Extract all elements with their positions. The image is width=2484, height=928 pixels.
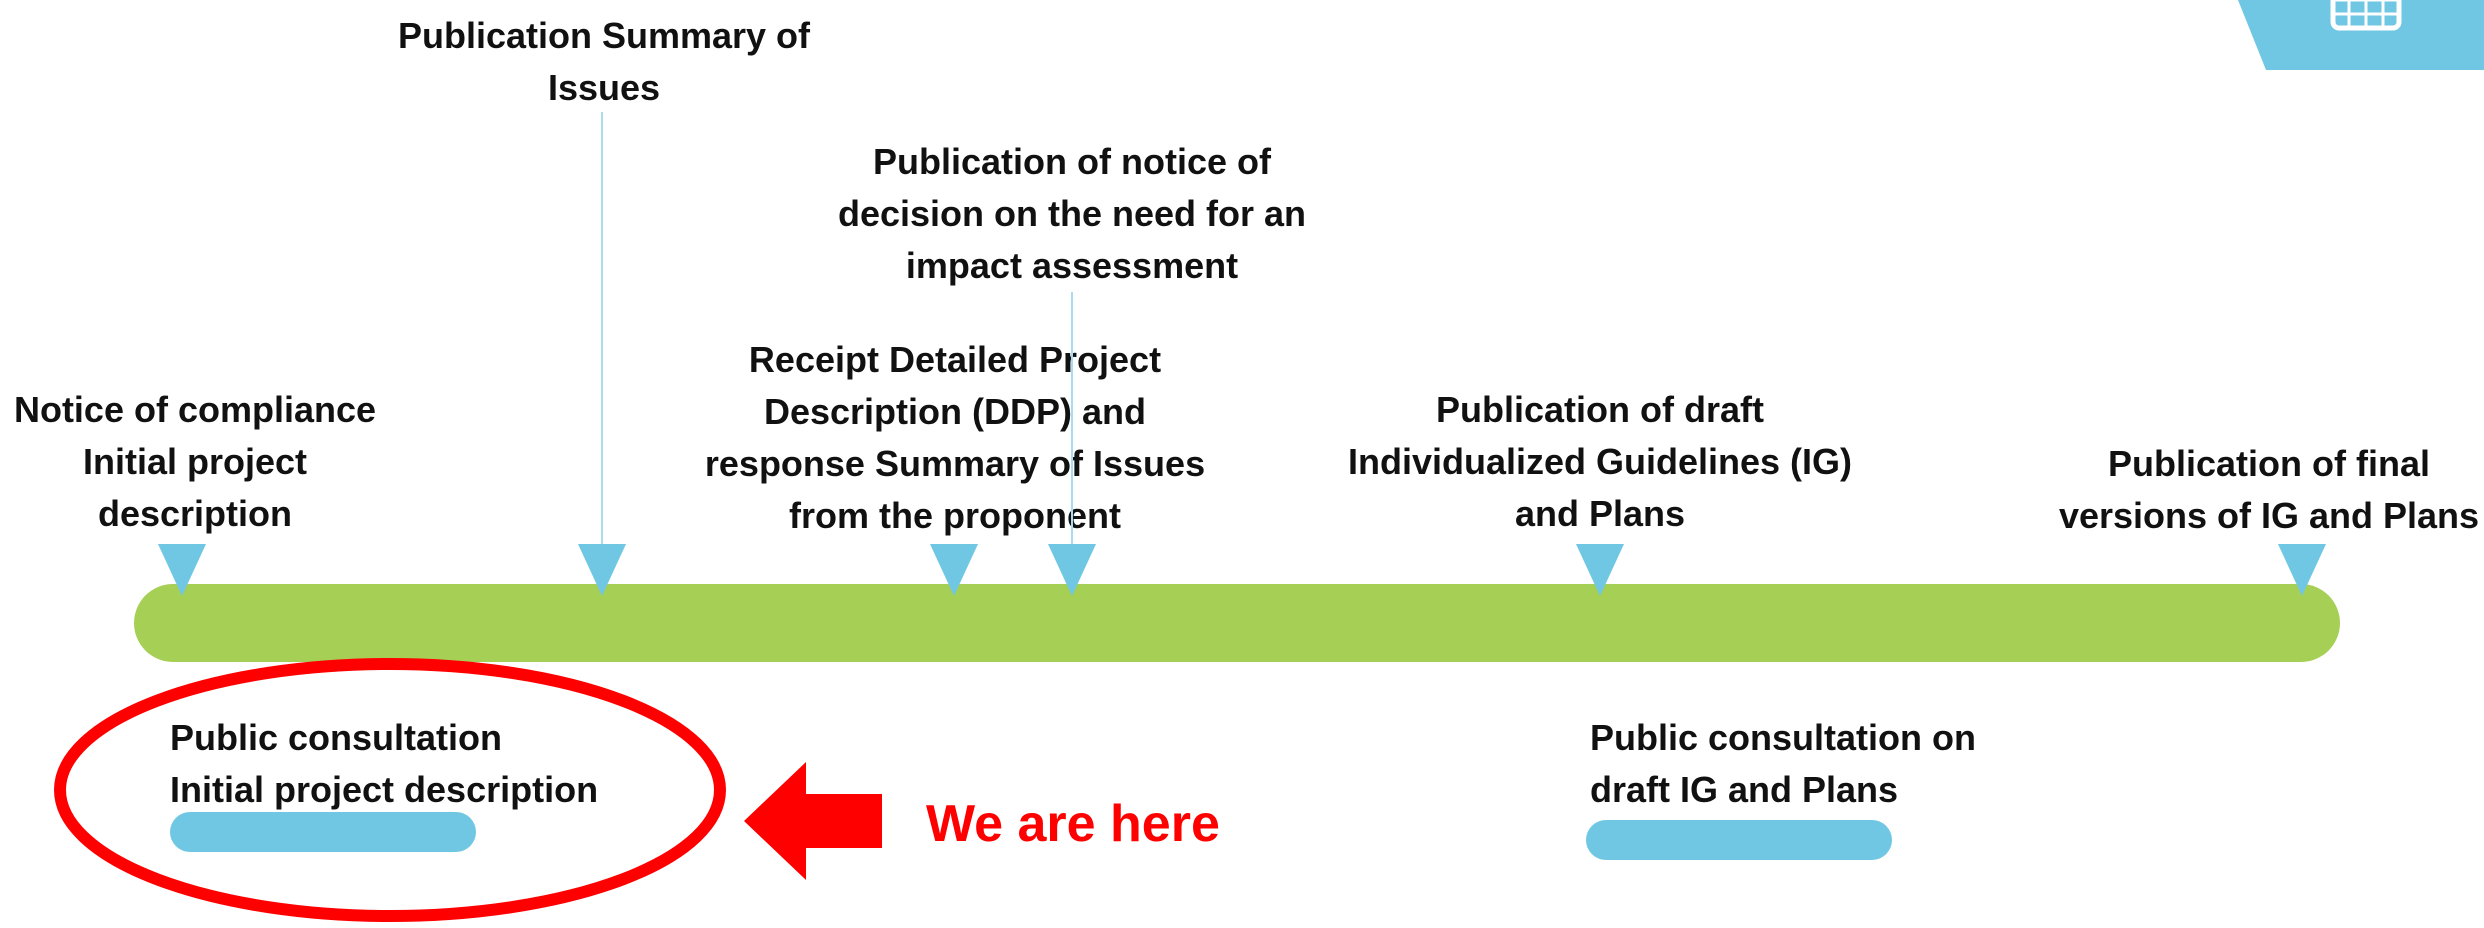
timeline-bar xyxy=(134,584,2340,662)
milestone-line: versions of IG and Plans xyxy=(2058,495,2480,536)
milestone-line: and Plans xyxy=(1514,493,1686,534)
milestone-line: Publication Summary of xyxy=(397,15,811,56)
marker-summary-issues xyxy=(578,544,626,596)
milestone-line: Publication of final xyxy=(2108,443,2430,484)
consultation-draft: Public consultation on draft IG and Plan… xyxy=(1590,712,1976,816)
marker-draft-ig xyxy=(1576,544,1624,596)
consultation-line: Public consultation on xyxy=(1590,717,1976,758)
milestone-line: decision on the need for an xyxy=(837,193,1307,234)
milestone-line: Issues xyxy=(547,67,661,108)
marker-receipt-ddp xyxy=(930,544,978,596)
connector-line-summary-issues xyxy=(601,112,603,552)
consultation-initial: Public consultation Initial project desc… xyxy=(170,712,598,816)
milestone-line: Notice of compliance xyxy=(13,389,377,430)
current-step-highlight xyxy=(54,658,726,922)
milestone-summary-issues: Publication Summary of Issues xyxy=(354,10,854,114)
calendar-icon xyxy=(2330,0,2402,31)
milestone-line: Individualized Guidelines (IG) xyxy=(1347,441,1853,482)
consultation-line: Initial project description xyxy=(170,769,599,810)
milestone-line: Receipt Detailed Project xyxy=(748,339,1162,380)
arrow-left-icon xyxy=(744,762,882,880)
marker-notice-compliance xyxy=(158,544,206,596)
marker-notice-decision xyxy=(1048,544,1096,596)
milestone-receipt-ddp: Receipt Detailed Project Description (DD… xyxy=(690,334,1220,542)
consultation-line: draft IG and Plans xyxy=(1590,769,1899,810)
connector-line-notice-decision xyxy=(1071,292,1073,554)
milestone-notice-compliance: Notice of compliance Initial project des… xyxy=(0,384,390,540)
milestone-line: Description (DDP) and xyxy=(763,391,1147,432)
milestone-line: Publication of draft xyxy=(1436,389,1764,430)
milestone-line: response Summary of Issues xyxy=(704,443,1206,484)
consultation-initial-bar xyxy=(170,812,476,852)
milestone-notice-decision: Publication of notice of decision on the… xyxy=(812,136,1332,292)
corner-tab xyxy=(2238,0,2484,70)
we-are-here-label: We are here xyxy=(926,795,1220,853)
consultation-line: Public consultation xyxy=(170,717,503,758)
milestone-final-ig: Publication of final versions of IG and … xyxy=(2054,438,2484,542)
milestone-line: Publication of notice of xyxy=(873,141,1271,182)
milestone-line: from the proponent xyxy=(789,495,1121,536)
milestone-line: description xyxy=(97,493,293,534)
marker-final-ig xyxy=(2278,544,2326,596)
milestone-line: Initial project xyxy=(82,441,308,482)
milestone-line: impact assessment xyxy=(905,245,1239,286)
milestone-draft-ig: Publication of draft Individualized Guid… xyxy=(1320,384,1880,540)
consultation-draft-bar xyxy=(1586,820,1892,860)
